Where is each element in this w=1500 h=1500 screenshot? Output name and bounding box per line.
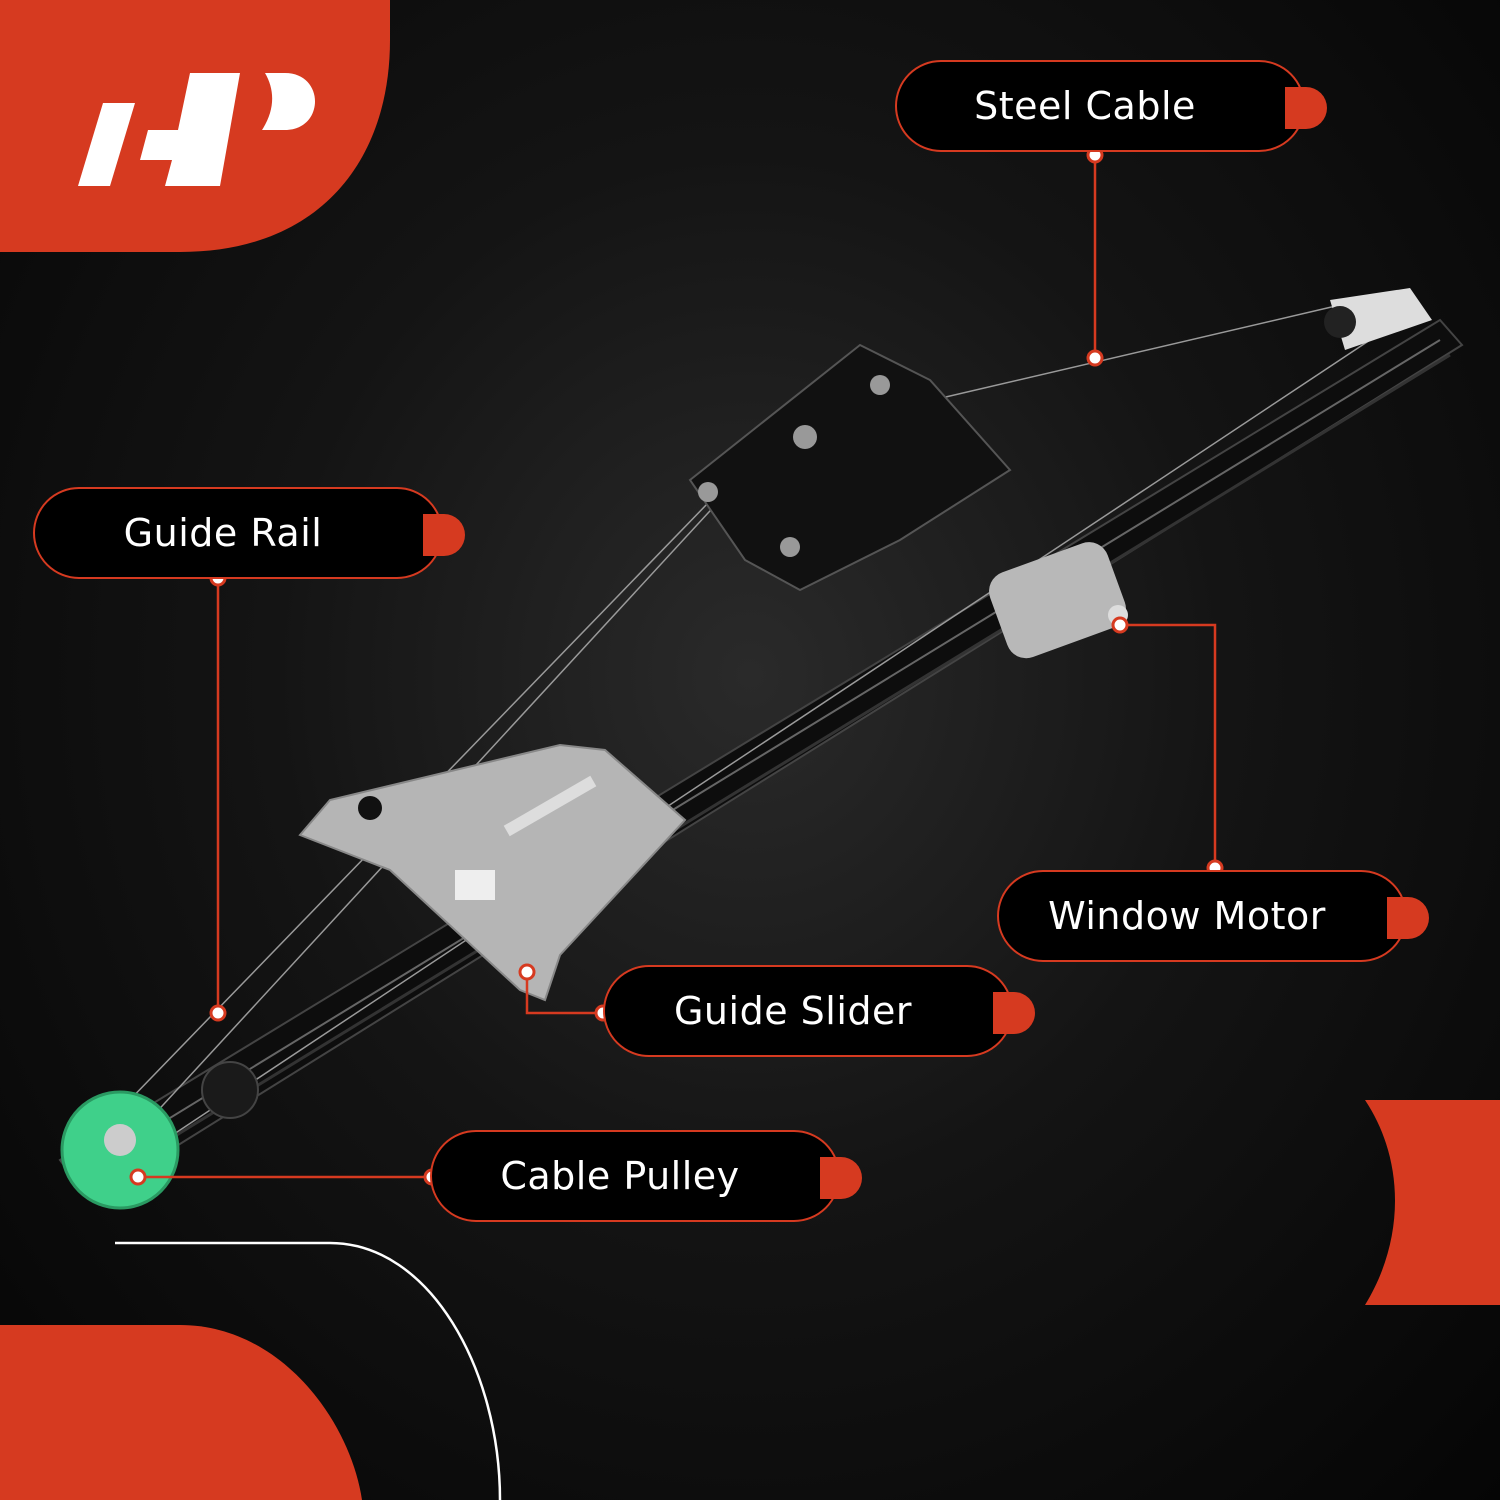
guide-slider-graphic xyxy=(298,743,687,1002)
dot xyxy=(1111,616,1129,634)
window-motor-graphic xyxy=(989,542,1128,659)
callout-guide-slider: Guide Slider xyxy=(603,965,1035,1057)
callout-window-motor: Window Motor xyxy=(997,870,1429,962)
callout-label: Steel Cable xyxy=(974,84,1196,128)
callout-label: Cable Pulley xyxy=(500,1154,740,1198)
callout-label: Guide Rail xyxy=(123,511,323,555)
dot xyxy=(209,1004,227,1022)
cable-pulley-graphic xyxy=(60,1061,259,1210)
guide-rail-graphic xyxy=(58,318,1464,1202)
callout-guide-rail: Guide Rail xyxy=(33,487,465,579)
leader-window-motor xyxy=(1120,623,1217,868)
callout-tab xyxy=(820,1157,862,1199)
outline-curve xyxy=(115,1241,502,1500)
top-bracket-graphic xyxy=(1324,288,1432,350)
callout-cable-pulley: Cable Pulley xyxy=(430,1130,862,1222)
motor-bracket-graphic xyxy=(688,343,1012,592)
callout-tab xyxy=(1285,87,1327,129)
callout-tab xyxy=(423,514,465,556)
callout-label: Window Motor xyxy=(1048,894,1326,938)
callout-label: Guide Slider xyxy=(673,989,913,1033)
corner-shape-bottom-left xyxy=(0,1325,362,1500)
callout-tab xyxy=(1387,897,1429,939)
leader-guide-slider xyxy=(525,972,603,1015)
callout-steel-cable: Steel Cable xyxy=(895,60,1327,152)
callout-tab xyxy=(993,992,1035,1034)
dot xyxy=(129,1168,147,1186)
corner-shape-right xyxy=(1365,1100,1500,1305)
brand-logo xyxy=(78,73,315,186)
dot xyxy=(518,963,536,981)
dot xyxy=(1086,349,1104,367)
